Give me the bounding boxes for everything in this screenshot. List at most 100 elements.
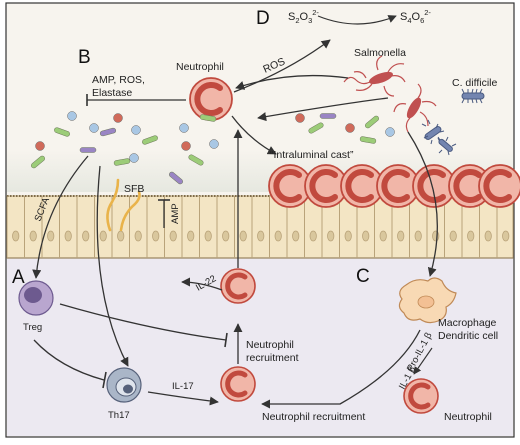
epithelial-nucleus bbox=[99, 230, 107, 242]
il17-label: IL-17 bbox=[172, 381, 194, 392]
neutrophil-bottom-cell bbox=[404, 379, 438, 413]
bacterium-coccus bbox=[385, 127, 395, 137]
amp-ros-elastase-label-line2: Elastase bbox=[92, 87, 132, 99]
epithelial-nucleus bbox=[47, 230, 55, 242]
bacterium-rod bbox=[142, 135, 158, 145]
epithelial-nucleus bbox=[239, 230, 247, 242]
epithelial-nucleus bbox=[379, 230, 387, 242]
pro-il1b-arrow bbox=[413, 347, 433, 375]
bacterium-rod bbox=[319, 113, 337, 119]
sfb-filaments bbox=[106, 178, 141, 232]
epithelial-nucleus bbox=[309, 230, 317, 242]
epithelial-nucleus bbox=[222, 230, 230, 242]
bacteria-to-macrophage-arrow bbox=[407, 131, 438, 277]
panel-label-b: B bbox=[78, 47, 91, 68]
inhibition-amp-ros-elastase bbox=[86, 94, 186, 106]
treg-inhibits-neutrophil-recruitment bbox=[59, 303, 228, 348]
cdifficile-bacterium-2 bbox=[421, 119, 445, 145]
epithelial-nucleus bbox=[344, 230, 352, 242]
thiosulfate-formula: S2O32- bbox=[288, 8, 319, 25]
bacterium-rod bbox=[308, 122, 324, 134]
bacterium-rod bbox=[365, 115, 379, 129]
sfb-to-th17-arrow bbox=[96, 165, 129, 367]
panel-label-d: D bbox=[256, 8, 270, 29]
macrophage-cell bbox=[398, 277, 457, 324]
salmonella-bacterium-bottom bbox=[393, 83, 437, 133]
epithelial-nucleus bbox=[292, 230, 300, 242]
bacterium-rod bbox=[99, 127, 117, 137]
panel-label-c: C bbox=[356, 266, 370, 287]
bacterium-rod bbox=[54, 127, 70, 137]
neutrophil-to-cast-arrow bbox=[231, 115, 277, 155]
thiosulfate-reaction: S2O32- S4O62- bbox=[288, 8, 431, 25]
cdifficile-bacterium-3 bbox=[437, 136, 457, 156]
bacterium-rod bbox=[188, 154, 204, 166]
epithelial-nucleus bbox=[362, 230, 370, 242]
epithelial-nucleus bbox=[449, 230, 457, 242]
epithelial-nucleus bbox=[257, 230, 265, 242]
epithelial-nucleus bbox=[152, 230, 160, 242]
epithelial-nucleus bbox=[82, 230, 90, 242]
cast-neutrophil bbox=[479, 165, 520, 207]
bacterium-rod bbox=[169, 171, 183, 185]
epithelial-nucleus bbox=[29, 230, 37, 242]
commensal-bacteria bbox=[31, 111, 395, 185]
epithelial-nucleus bbox=[274, 230, 282, 242]
th17-cell bbox=[106, 367, 142, 403]
treg-cell bbox=[18, 280, 54, 316]
neutrophil-recruitment-mid-line2: recruitment bbox=[246, 352, 299, 364]
neutrophil-bottom-label: Neutrophil bbox=[444, 411, 492, 423]
bacterium-coccus bbox=[295, 113, 305, 123]
scfa-arrow bbox=[32, 155, 89, 279]
thiosulfate-oxidation-arrow bbox=[317, 15, 397, 25]
epithelial-nucleus bbox=[414, 230, 422, 242]
bacterium-rod bbox=[113, 158, 131, 166]
th17-label: Th17 bbox=[108, 410, 130, 421]
epithelial-nucleus bbox=[117, 230, 125, 242]
epithelial-nucleus bbox=[187, 230, 195, 242]
bacterium-rod bbox=[359, 136, 377, 144]
amp-inhibition bbox=[158, 199, 170, 228]
bacterium-rod bbox=[199, 114, 217, 122]
bacterium-coccus bbox=[181, 141, 191, 151]
neutrophil-il22-cell bbox=[221, 269, 255, 303]
neutrophil-top-cell bbox=[190, 78, 232, 120]
epithelial-nucleus bbox=[12, 230, 20, 242]
epithelial-nucleus bbox=[502, 230, 510, 242]
sfb-label: SFB bbox=[124, 183, 144, 195]
neutrophil-recruitment-mid-line1: Neutrophil bbox=[246, 339, 294, 351]
il17-arrow bbox=[147, 391, 219, 406]
epithelial-nucleus bbox=[134, 230, 142, 242]
bacterium-rod bbox=[79, 147, 97, 153]
macrophage-label-line1: Macrophage bbox=[438, 317, 497, 329]
treg-inhibits-th17 bbox=[33, 339, 107, 389]
intraluminal-cast-label: “Intraluminal cast” bbox=[270, 149, 354, 161]
bacterium-coccus bbox=[209, 139, 219, 149]
bacterium-coccus bbox=[129, 153, 139, 163]
ros-arrow bbox=[233, 39, 331, 93]
bacterium-coccus bbox=[35, 141, 45, 151]
epithelial-nucleus bbox=[467, 230, 475, 242]
epithelial-nucleus bbox=[64, 230, 72, 242]
epithelial-nucleus bbox=[327, 230, 335, 242]
neutrophil-top-label: Neutrophil bbox=[176, 61, 224, 73]
epithelial-nucleus bbox=[204, 230, 212, 242]
epithelial-nucleus bbox=[432, 230, 440, 242]
tetrathionate-formula: S4O62- bbox=[400, 8, 431, 25]
salmonella-to-neutrophil-arrow bbox=[235, 74, 349, 90]
cdifficile-bacterium-1 bbox=[461, 88, 485, 104]
bacterium-coccus bbox=[179, 123, 189, 133]
bacterium-coccus bbox=[345, 123, 355, 133]
bacterium-coccus bbox=[89, 123, 99, 133]
salmonella-label: Salmonella bbox=[354, 47, 406, 59]
bacterium-coccus bbox=[131, 125, 141, 135]
treg-label: Treg bbox=[23, 322, 42, 333]
macrophage-label-line2: Dendritic cell bbox=[438, 330, 498, 342]
bacterium-coccus bbox=[67, 111, 77, 121]
epithelial-nucleus bbox=[484, 230, 492, 242]
bacterium-rod bbox=[31, 155, 45, 169]
amp-label: AMP bbox=[170, 203, 181, 224]
il1b-recruitment-arrow bbox=[261, 329, 421, 409]
